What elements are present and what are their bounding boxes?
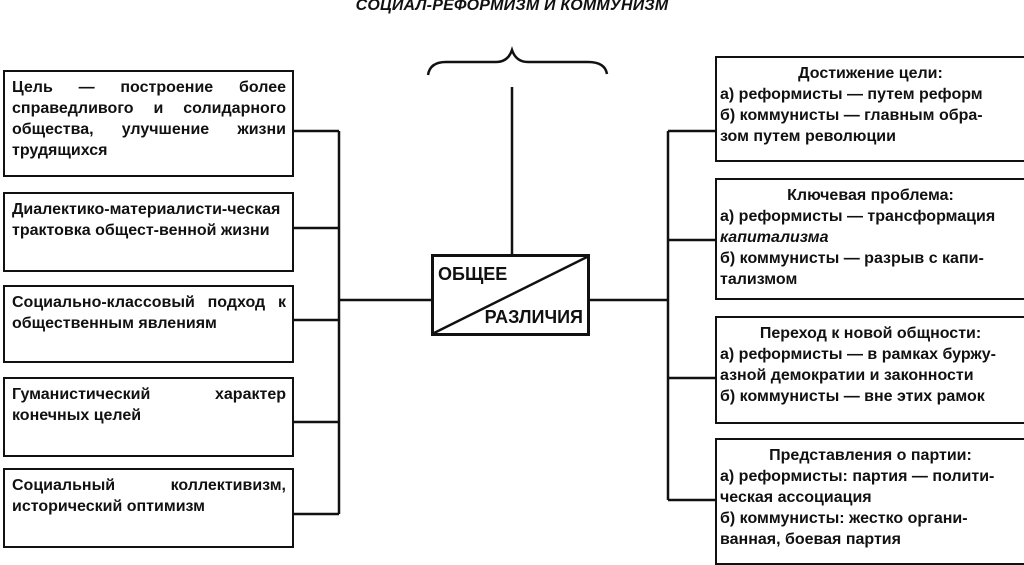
- difference-party-concept: Представления о партии: а) реформисты: п…: [715, 438, 1024, 565]
- diagram-title: СОЦИАЛ-РЕФОРМИЗМ И КОММУНИЗМ: [355, 0, 669, 14]
- common-item-dialectics: Диалектико-материалисти-ческая трактовка…: [3, 192, 294, 272]
- difference-goal-achievement: Достижение цели: а) реформисты — путем р…: [715, 56, 1024, 162]
- center-diagonal: [434, 257, 587, 333]
- center-common-label: ОБЩЕЕ: [438, 264, 508, 284]
- difference-key-problem: Ключевая проблема: а) реформисты — транс…: [715, 178, 1024, 300]
- common-item-class-approach: Социально-классовый подход к общественны…: [3, 285, 294, 363]
- common-item-collectivism: Социальный коллективизм, исторический оп…: [3, 468, 294, 548]
- center-common-differences-box: ОБЩЕЕ РАЗЛИЧИЯ: [431, 254, 590, 336]
- common-item-humanism: Гуманистический характер конечных целей: [3, 377, 294, 457]
- center-differences-label: РАЗЛИЧИЯ: [484, 307, 583, 327]
- common-item-goal: Цель — построение более справедливого и …: [3, 70, 294, 177]
- top-brace: [426, 46, 609, 76]
- difference-new-community: Переход к новой общности: а) реформисты …: [715, 316, 1024, 424]
